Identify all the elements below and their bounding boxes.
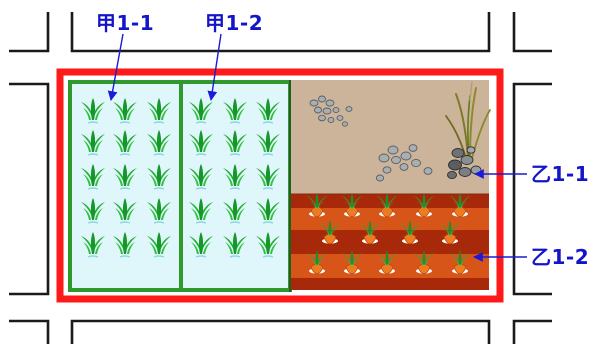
arrow-a2 [207,33,222,101]
field-b1 [291,80,491,194]
rock-pile-icon [447,146,482,180]
rock-pile-icon [375,144,433,182]
label-plot-a1: 甲1-1 [96,11,155,35]
field-b2 [291,192,489,290]
label-plot-b2: 乙1-2 [531,245,590,269]
label-plot-b1: 乙1-1 [531,162,590,186]
arrow-a1 [107,33,124,101]
label-plot-a2: 甲1-2 [205,11,264,35]
callout-arrows [107,33,527,262]
street-grid [9,12,552,344]
paddy-field-a2 [179,80,292,292]
rock-pile-icon [309,95,353,127]
paddy-field-a1 [68,80,183,292]
